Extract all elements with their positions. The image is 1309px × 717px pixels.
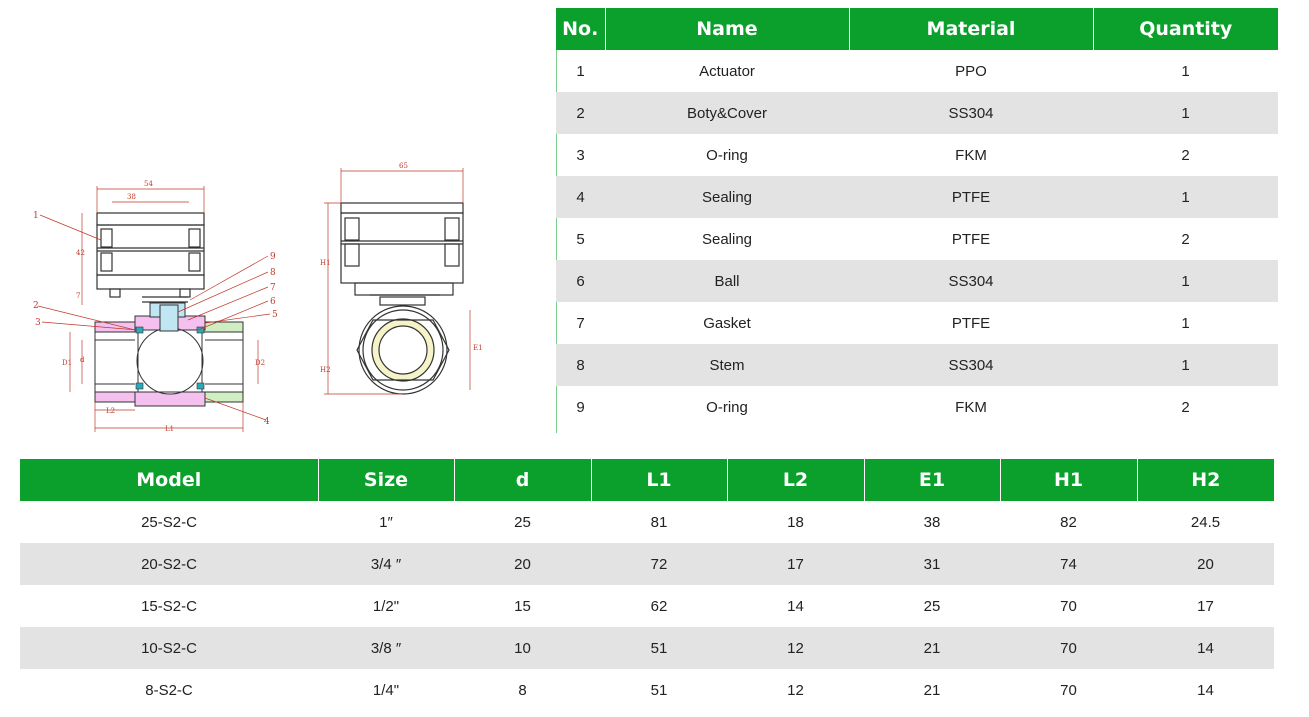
svg-text:7: 7 [76, 292, 80, 300]
svg-text:H1: H1 [320, 259, 331, 267]
header-model: Model [20, 459, 319, 501]
svg-text:38: 38 [127, 193, 136, 201]
header-l2: L2 [727, 459, 865, 501]
svg-text:54: 54 [144, 180, 153, 188]
svg-text:1: 1 [33, 211, 39, 221]
model-header-row: Model Size d L1 L2 E1 H1 H2 [20, 459, 1274, 501]
svg-text:H2: H2 [320, 366, 331, 374]
svg-text:8: 8 [270, 268, 276, 278]
svg-text:3: 3 [35, 318, 41, 328]
svg-text:42: 42 [76, 249, 85, 257]
header-h2: H2 [1137, 459, 1274, 501]
svg-text:5: 5 [272, 310, 278, 320]
svg-text:4: 4 [264, 417, 270, 427]
svg-text:7: 7 [270, 283, 276, 293]
svg-text:6: 6 [270, 297, 276, 307]
header-no: No. [556, 8, 606, 50]
svg-text:D1: D1 [62, 359, 72, 367]
svg-text:9: 9 [270, 252, 276, 262]
svg-text:D2: D2 [255, 359, 265, 367]
svg-text:65: 65 [399, 162, 408, 170]
valve-technical-drawing: 54 38 42 7 D1 d D2 L2 L1 1 2 3 4 5 6 7 8… [33, 162, 483, 433]
parts-header-row: No. Name Material Quantity [556, 8, 1278, 50]
parts-table-border [556, 8, 557, 433]
header-quantity: Quantity [1093, 8, 1278, 50]
svg-text:2: 2 [33, 301, 39, 311]
svg-text:L2: L2 [106, 407, 115, 415]
header-size: Size [318, 459, 455, 501]
header-name: Name [605, 8, 850, 50]
side-view [340, 202, 464, 395]
header-d: d [454, 459, 592, 501]
front-view [96, 212, 205, 303]
svg-text:E1: E1 [473, 344, 483, 352]
header-l1: L1 [591, 459, 728, 501]
svg-text:d: d [80, 356, 85, 364]
header-h1: H1 [1000, 459, 1138, 501]
svg-text:L1: L1 [165, 425, 174, 433]
header-material: Material [849, 8, 1094, 50]
header-e1: E1 [864, 459, 1001, 501]
